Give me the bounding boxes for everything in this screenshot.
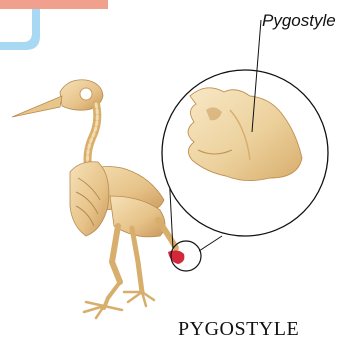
decorative-tab-salmon [0,0,108,9]
beak [12,96,62,117]
decorative-tab-blue [0,9,40,50]
ribcage [70,162,109,236]
figure-caption: PYGOSTYLE [178,319,299,339]
magnifier-connector-right [199,236,222,251]
leg-back [132,228,142,292]
bird-skeleton [12,80,184,318]
toes-back [124,292,154,306]
eye-socket [80,88,92,100]
leg-tarsus [104,282,120,308]
toes-front [84,302,122,318]
pygostyle-label: Pygostyle [262,11,336,31]
leg-femur [112,226,120,282]
